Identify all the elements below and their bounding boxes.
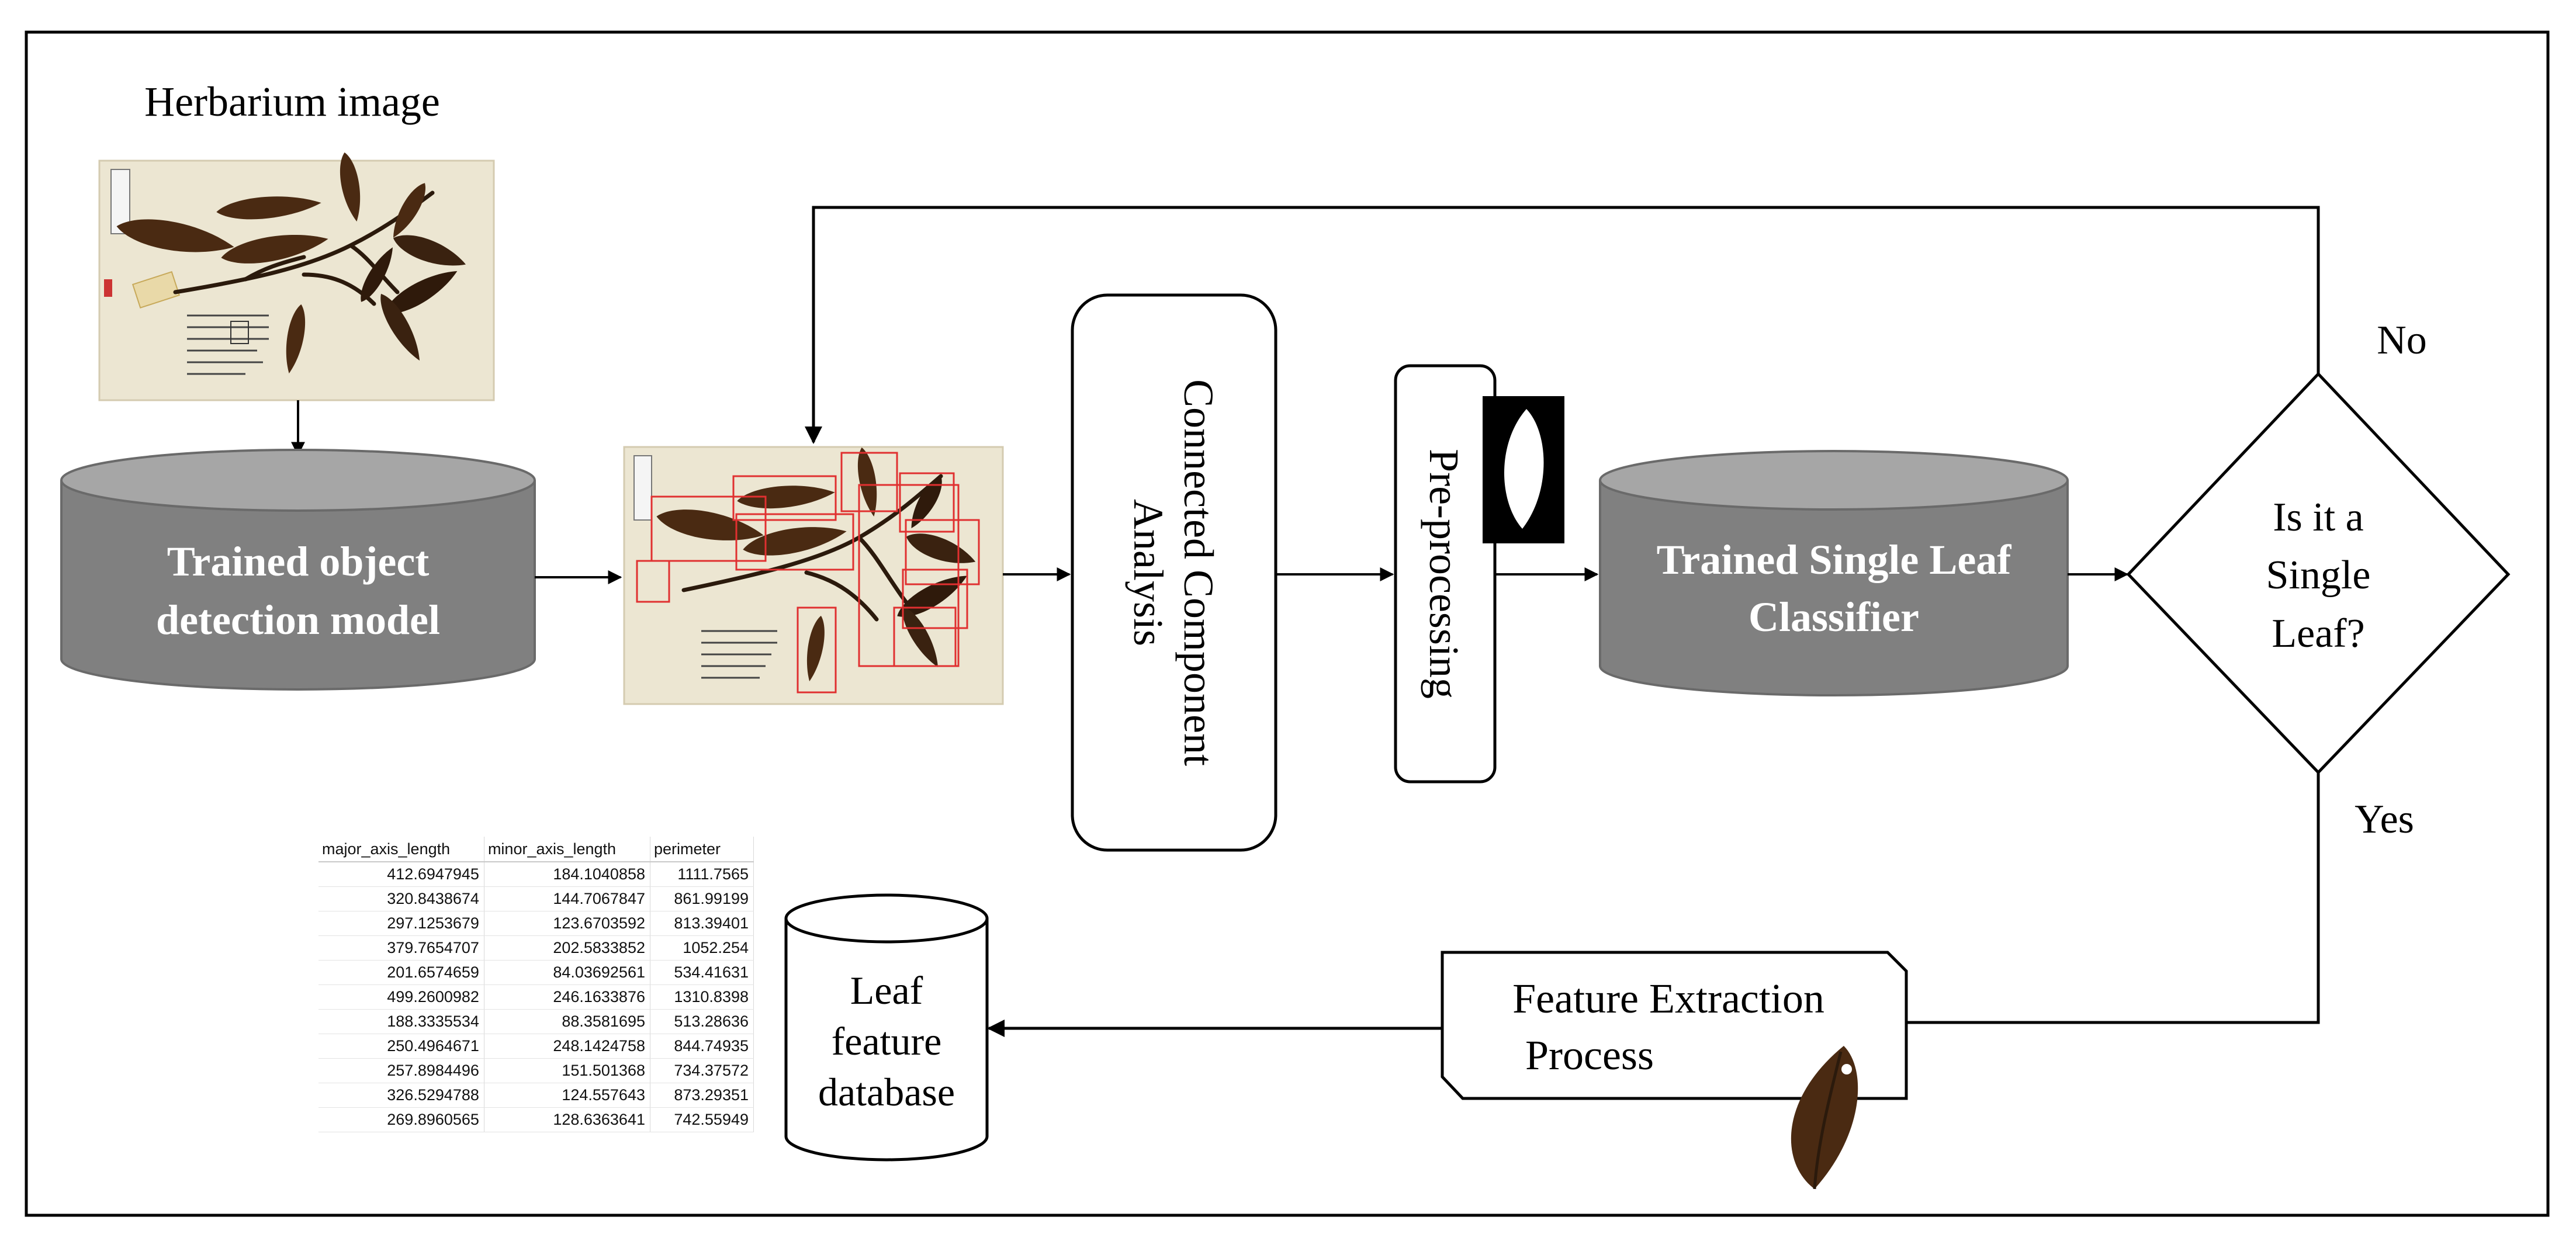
- table-cell: 184.1040858: [484, 862, 650, 887]
- single-leaf-classifier-cylinder: [1599, 450, 2069, 696]
- table-cell: 1111.7565: [650, 862, 754, 887]
- table-cell: 144.7067847: [484, 886, 650, 911]
- classifier-label-line1: Trained Single Leaf: [1657, 536, 2012, 583]
- leaf-db-label-line3: database: [818, 1070, 955, 1114]
- table-cell: 250.4964671: [318, 1034, 484, 1059]
- table-cell: 269.8960565: [318, 1107, 484, 1132]
- connected-component-label-line1: Connected Component: [1175, 379, 1222, 766]
- classifier-label-line2: Classifier: [1749, 594, 1919, 640]
- table-cell: 861.99199: [650, 886, 754, 911]
- decision-label-line3: Leaf?: [2272, 611, 2364, 656]
- detected-leaves-image: [623, 446, 1004, 705]
- object-detection-model-label-line2: detection model: [156, 597, 440, 643]
- binary-leaf-mask-image: [1483, 396, 1564, 543]
- table-cell: 188.3335534: [318, 1009, 484, 1034]
- decision-label-line2: Single: [2266, 553, 2371, 598]
- connected-component-label-line2: Analysis: [1125, 499, 1172, 646]
- single-leaf-image: [1791, 1046, 1858, 1190]
- table-cell: 742.55949: [650, 1107, 754, 1132]
- table-cell: 1052.254: [650, 935, 754, 961]
- no-feedback-arrow: [805, 206, 2320, 444]
- feature-extraction-label-line1: Feature Extraction: [1512, 975, 1824, 1022]
- table-cell: 844.74935: [650, 1034, 754, 1059]
- table-cell: 246.1633876: [484, 984, 650, 1010]
- table-cell: 1310.8398: [650, 984, 754, 1010]
- table-cell: 124.557643: [484, 1083, 650, 1108]
- yes-arrow-line: [1906, 772, 2320, 1024]
- table-cell: 257.8984496: [318, 1058, 484, 1083]
- yes-label: Yes: [2355, 797, 2414, 842]
- feature-table-header-row: major_axis_length minor_axis_length peri…: [318, 837, 754, 862]
- table-cell: 88.3581695: [484, 1009, 650, 1034]
- table-cell: 202.5833852: [484, 935, 650, 961]
- leaf-db-label-line1: Leaf: [850, 968, 923, 1013]
- feature-extraction-process-box: [1441, 951, 1908, 1100]
- table-cell: 320.8438674: [318, 886, 484, 911]
- table-cell: 326.5294788: [318, 1083, 484, 1108]
- feature-table-header-perimeter: perimeter: [650, 837, 754, 862]
- connected-component-analysis-box: [1071, 293, 1277, 852]
- table-cell: 513.28636: [650, 1009, 754, 1034]
- object-detection-model-label-line1: Trained object: [167, 538, 430, 585]
- table-cell: 84.03692561: [484, 960, 650, 985]
- decision-label-line1: Is it a: [2273, 495, 2364, 540]
- herbarium-image-label: Herbarium image: [144, 78, 440, 125]
- table-cell: 123.6703592: [484, 911, 650, 936]
- table-cell: 128.6363641: [484, 1107, 650, 1132]
- table-cell: 412.6947945: [318, 862, 484, 887]
- table-cell: 248.1424758: [484, 1034, 650, 1059]
- object-detection-model-cylinder: [60, 449, 536, 691]
- table-cell: 151.501368: [484, 1058, 650, 1083]
- table-cell: 813.39401: [650, 911, 754, 936]
- preprocessing-label: Pre-processing: [1421, 449, 1467, 699]
- feature-table-header-minor-axis: minor_axis_length: [484, 837, 650, 862]
- table-cell: 534.41631: [650, 960, 754, 985]
- leaf-db-label-line2: feature: [832, 1019, 942, 1063]
- feature-extraction-label-line2: Process: [1525, 1032, 1654, 1079]
- outer-frame: [25, 30, 2550, 1217]
- table-cell: 499.2600982: [318, 984, 484, 1010]
- table-cell: 734.37572: [650, 1058, 754, 1083]
- table-cell: 201.6574659: [318, 960, 484, 985]
- herbarium-image: [98, 151, 495, 401]
- table-cell: 873.29351: [650, 1083, 754, 1108]
- table-cell: 297.1253679: [318, 911, 484, 936]
- leaf-feature-table: major_axis_length minor_axis_length peri…: [318, 837, 754, 1132]
- table-cell: 379.7654707: [318, 935, 484, 961]
- no-label: No: [2377, 318, 2427, 363]
- leaf-feature-database-cylinder: [784, 893, 989, 1162]
- feature-table-header-major-axis: major_axis_length: [318, 837, 484, 862]
